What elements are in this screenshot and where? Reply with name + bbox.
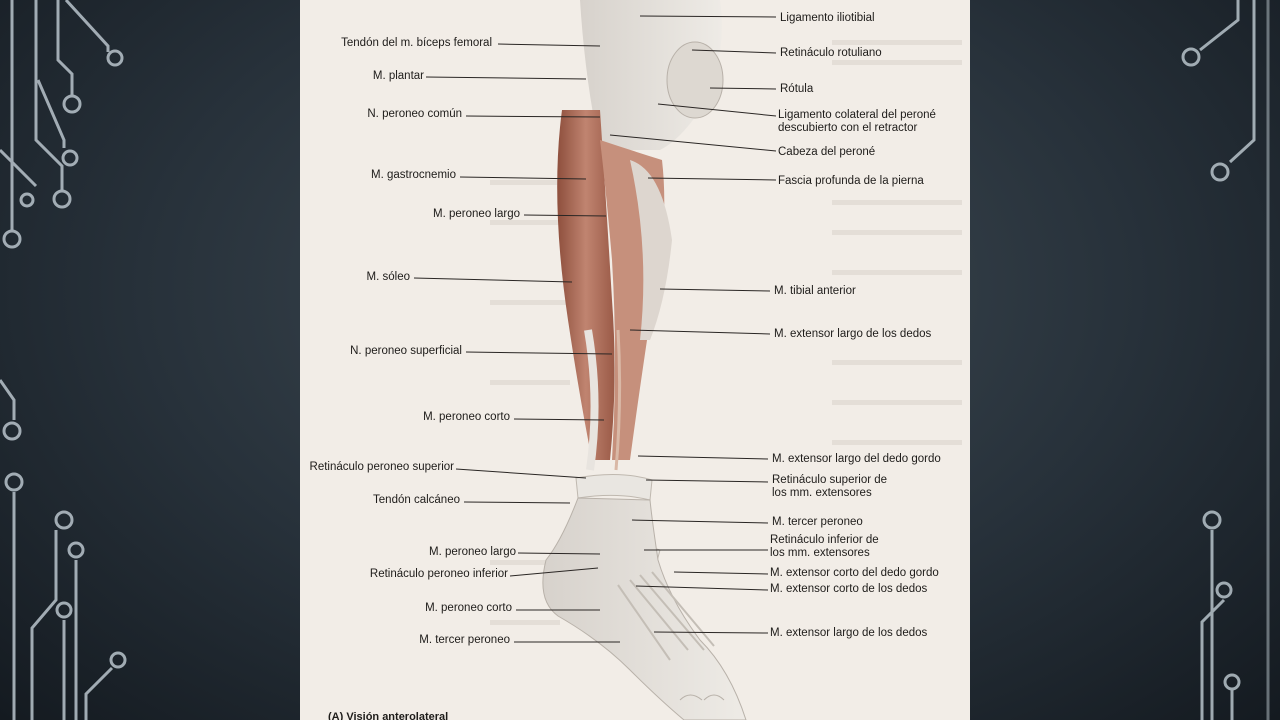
label-tibialis-anterior: M. tibial anterior (774, 285, 856, 297)
label-deep-fascia: Fascia profunda de la pierna (778, 175, 924, 187)
label-extensor-digitorum-brevis: M. extensor corto de los dedos (770, 583, 928, 595)
label-gastrocnemius: M. gastrocnemio (370, 169, 456, 181)
label-peroneus-longus-foot: M. peroneo largo (429, 546, 516, 558)
label-extensor-hallucis-longus: M. extensor largo del dedo gordo (772, 453, 941, 465)
label-fibula-head: Cabeza del peroné (778, 146, 876, 158)
label-extensor-digitorum-longus: M. extensor largo de los dedos (774, 328, 932, 340)
label-superficial-peroneal-nerve: N. peroneo superficial (350, 345, 462, 357)
label-inferior-extensor-retinaculum: Retináculo inferior de los mm. extensore… (770, 534, 879, 559)
label-patella: Rótula (780, 83, 814, 95)
figure-caption: (A) Visión anterolateral (328, 711, 449, 720)
label-extensor-hallucis-brevis: M. extensor corto del dedo gordo (770, 567, 939, 579)
label-superior-extensor-retinaculum: Retináculo superior de los mm. extensore… (772, 474, 888, 499)
label-fibular-collateral-ligament: Ligamento colateral del peroné descubier… (778, 109, 936, 134)
label-peroneus-tertius-foot: M. tercer peroneo (419, 634, 510, 646)
label-calcaneal-tendon: Tendón calcáneo (373, 494, 460, 506)
label-biceps-femoris-tendon: Tendón del m. bíceps femoral (341, 37, 492, 49)
label-common-peroneal-nerve: N. peroneo común (367, 108, 462, 120)
label-peroneus-longus: M. peroneo largo (433, 208, 520, 220)
label-superior-peroneal-retinaculum: Retináculo peroneo superior (309, 461, 454, 473)
label-plantaris: M. plantar (372, 70, 424, 82)
circuit-decoration-right (1181, 0, 1270, 720)
label-peroneus-tertius: M. tercer peroneo (772, 516, 863, 528)
leg-illustration (413, 0, 962, 720)
circuit-decoration-left (0, 0, 127, 720)
label-peroneus-brevis: M. peroneo corto (423, 411, 510, 423)
label-patellar-retinaculum: Retináculo rotuliano (780, 47, 882, 59)
label-peroneus-brevis-foot: M. peroneo corto (425, 602, 512, 614)
label-inferior-peroneal-retinaculum: Retináculo peroneo inferior (369, 568, 508, 580)
label-extensor-digitorum-longus-foot: M. extensor largo de los dedos (770, 627, 928, 639)
label-soleus: M. sóleo (366, 271, 410, 283)
label-iliotibial-ligament: Ligamento iliotibial (780, 12, 875, 24)
anatomy-figure-page: Tendón del m. bíceps femoral M. plantar … (300, 0, 970, 720)
